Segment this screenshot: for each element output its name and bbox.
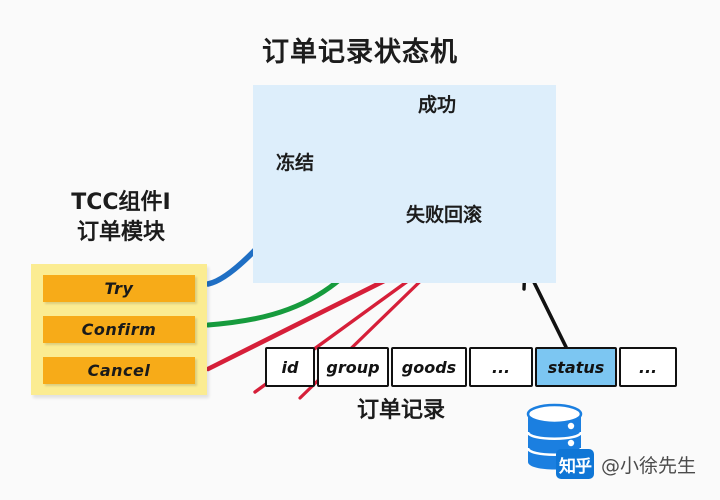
- watermark-handle: @小徐先生: [601, 454, 697, 477]
- zhihu-logo: 知乎: [556, 449, 594, 479]
- table-cell-status: status: [535, 347, 617, 387]
- tcc-button-confirm[interactable]: Confirm: [43, 316, 195, 343]
- table-cell-id: id: [265, 347, 315, 387]
- tcc-heading-line-2: 订单模块: [76, 220, 165, 245]
- tcc-button-try[interactable]: Try: [43, 275, 195, 302]
- tcc-heading-line-1: TCC组件I: [71, 190, 171, 215]
- state-label-success: 成功: [418, 94, 457, 116]
- tcc-button-cancel[interactable]: Cancel: [43, 357, 195, 384]
- state-machine-panel: [253, 85, 556, 283]
- state-label-failed: 失败回滚: [406, 204, 483, 226]
- tcc-module-heading: TCC组件I 订单模块: [28, 188, 214, 248]
- table-cell-ellipsis-left: ...: [469, 347, 533, 387]
- table-cell-goods: goods: [391, 347, 467, 387]
- page-title: 订单记录状态机: [262, 37, 458, 68]
- order-record-table: id group goods ... status ...: [265, 347, 679, 387]
- table-cell-group: group: [317, 347, 389, 387]
- table-cell-ellipsis-right: ...: [619, 347, 677, 387]
- state-label-frozen: 冻结: [276, 152, 315, 174]
- tcc-module-panel: Try Confirm Cancel: [31, 264, 207, 395]
- watermark: 知乎 @小徐先生: [556, 449, 696, 479]
- order-record-caption: 订单记录: [357, 398, 446, 423]
